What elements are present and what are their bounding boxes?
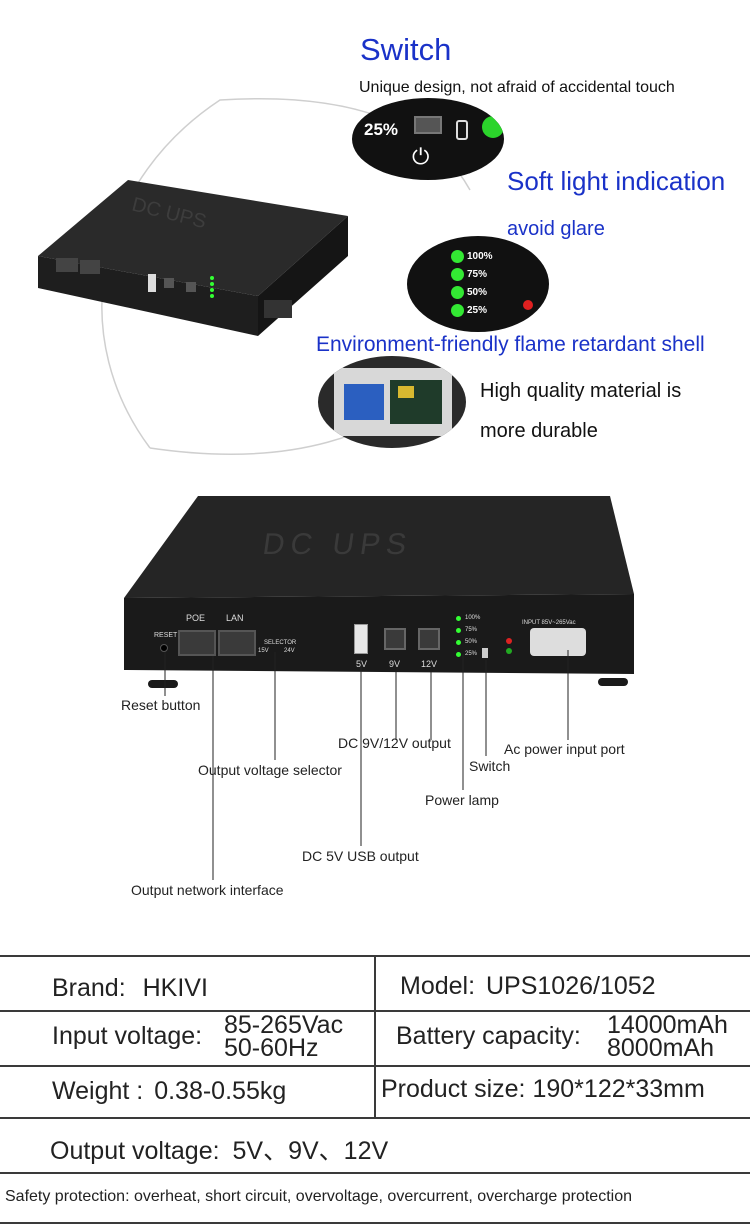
callout-output-network-interface: Output network interface xyxy=(131,882,284,898)
usb-label: 5V xyxy=(356,659,368,669)
led-50-icon xyxy=(451,286,464,299)
power-switch xyxy=(482,648,488,658)
device-front-panel: RESET POE LAN SELECTOR 15V 24V 5V 9V 12V… xyxy=(124,598,634,680)
led-label: 50% xyxy=(465,639,478,645)
battery-icon xyxy=(456,120,468,140)
led-75-icon xyxy=(451,268,464,281)
spec-value: 5V、9V、12V xyxy=(232,1137,389,1165)
poe-label: POE xyxy=(186,613,206,623)
callout-dc-5v-usb-output: DC 5V USB output xyxy=(302,848,419,864)
table-divider xyxy=(0,1222,750,1224)
callout-reset-button: Reset button xyxy=(121,697,201,713)
red-led-icon xyxy=(523,300,533,310)
shell-interior-image xyxy=(318,356,466,448)
ups-device-large-image: DC UPS xyxy=(124,496,634,674)
soft-light-title: Soft light indication xyxy=(507,166,726,196)
switch-subtitle: Unique design, not afraid of accidental … xyxy=(359,79,675,96)
spec-value: UPS1026/1052 xyxy=(486,972,656,1000)
red-indicator-icon xyxy=(506,638,512,644)
table-divider xyxy=(0,1117,750,1119)
spec-input-value: 85-265Vac 50-60Hz xyxy=(224,1011,344,1062)
selector-15v-label: 15V xyxy=(258,648,269,654)
shell-title: Environment-friendly flame retardant she… xyxy=(316,333,705,356)
device-foot-right xyxy=(598,678,628,686)
usb-port xyxy=(354,624,368,654)
reset-hole xyxy=(160,644,168,652)
led-label: 100% xyxy=(465,615,481,621)
led-label: 25% xyxy=(465,651,478,657)
led-icon xyxy=(456,639,461,645)
spec-input-label: Input voltage: xyxy=(52,1022,203,1050)
ups-device-small-image: DC UPS xyxy=(38,180,348,336)
led-icon xyxy=(456,651,461,657)
callout-dc-9v-12v-output: DC 9V/12V output xyxy=(338,735,451,751)
callout-power-lamp: Power lamp xyxy=(425,792,499,808)
spec-safety-protection: Safety protection: overheat, short circu… xyxy=(5,1188,632,1205)
spec-label: Output voltage: xyxy=(50,1137,220,1165)
led-closeup-image: 100% 75% 50% 25% xyxy=(407,236,549,332)
spec-brand: Brand: HKIVI xyxy=(52,974,208,1003)
led-icon xyxy=(456,627,461,633)
material-text-line2: more durable xyxy=(480,420,598,442)
soft-light-subtitle: avoid glare xyxy=(507,218,605,240)
led-100-icon xyxy=(451,250,464,263)
led-label: 25% xyxy=(467,305,488,316)
ac-input-port xyxy=(530,628,586,656)
switch-toggle xyxy=(414,116,442,134)
material-text-line1: High quality material is xyxy=(480,380,682,402)
spec-battery-value: 14000mAh 8000mAh xyxy=(607,1011,728,1062)
dc-9v-label: 9V xyxy=(389,659,401,669)
spec-label: Product size: xyxy=(381,1075,526,1103)
svg-text:DC UPS: DC UPS xyxy=(261,528,415,561)
callout-switch: Switch xyxy=(469,758,511,774)
lan-label: LAN xyxy=(226,613,244,623)
dc-9v-port xyxy=(384,628,406,650)
spec-model: Model: UPS1026/1052 xyxy=(400,972,656,1001)
input-label: INPUT 85V~265Vac xyxy=(522,620,576,626)
spec-value: 190*122*33mm xyxy=(532,1075,705,1103)
spec-label: Model: xyxy=(400,972,476,1000)
power-led xyxy=(482,116,504,138)
spec-label: Weight : xyxy=(52,1077,144,1105)
spec-label: Brand: xyxy=(52,974,126,1002)
callout-lines xyxy=(164,650,569,880)
dc-12v-label: 12V xyxy=(421,659,438,669)
spec-value: 0.38-0.55kg xyxy=(154,1077,287,1105)
poe-port xyxy=(178,630,216,656)
callout-ac-input-port: Ac power input port xyxy=(504,741,625,757)
table-divider xyxy=(0,1172,750,1174)
spec-weight: Weight : 0.38-0.55kg xyxy=(52,1077,286,1106)
led-icon xyxy=(456,615,461,621)
led-label: 50% xyxy=(467,287,488,298)
spec-value: HKIVI xyxy=(142,974,208,1002)
spec-size: Product size: 190*122*33mm xyxy=(381,1075,705,1104)
switch-title: Switch xyxy=(360,32,452,67)
selector-label: SELECTOR xyxy=(264,640,297,646)
reset-label: RESET xyxy=(154,632,178,639)
led-label: 100% xyxy=(467,251,493,262)
selector-24v-label: 24V xyxy=(284,648,295,654)
device-foot-left xyxy=(148,680,178,688)
spec-battery-label: Battery capacity: xyxy=(396,1022,581,1050)
table-column-divider xyxy=(374,955,376,1117)
spec-output-voltage: Output voltage: 5V、9V、12V xyxy=(50,1131,388,1167)
power-icon: ⏻ xyxy=(412,144,430,169)
green-indicator-icon xyxy=(506,648,512,654)
led-label: 75% xyxy=(467,269,488,280)
callout-output-voltage-selector: Output voltage selector xyxy=(198,762,342,778)
led-label: 75% xyxy=(465,627,478,633)
switch-closeup-image: 25% ⏻ xyxy=(352,98,504,180)
lan-port xyxy=(218,630,256,656)
led-25-icon xyxy=(451,304,464,317)
dc-12v-port xyxy=(418,628,440,650)
switch-level-label: 25% xyxy=(364,120,399,139)
